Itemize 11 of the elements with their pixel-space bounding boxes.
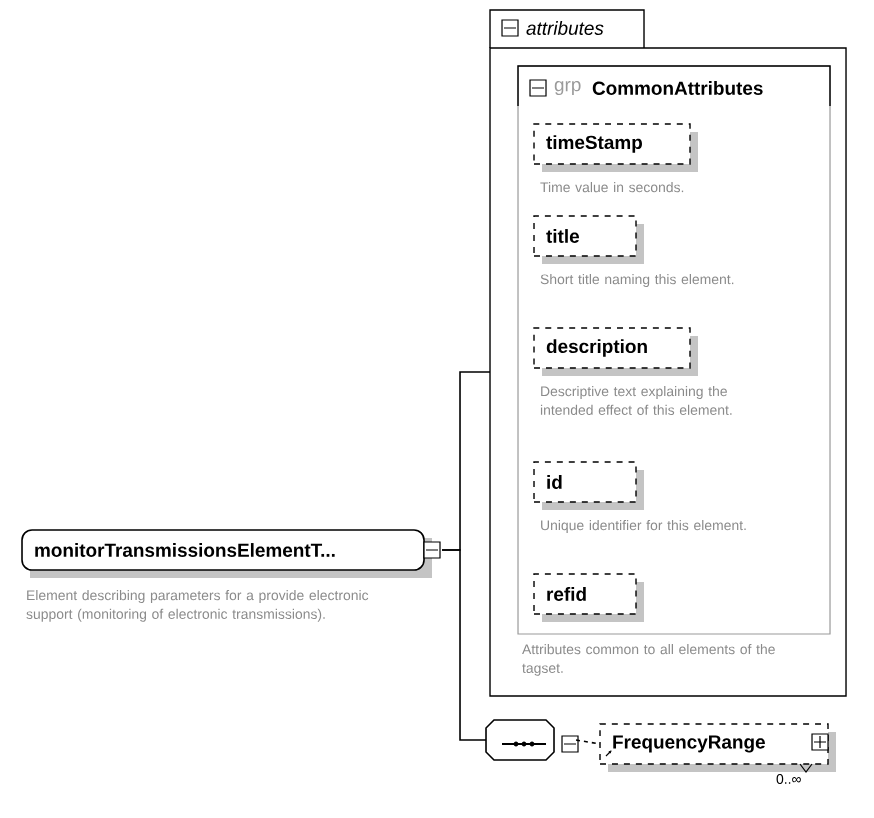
connector xyxy=(441,549,487,741)
connector xyxy=(575,739,601,745)
element-box: monitorTransmissionsElementT... xyxy=(21,529,441,578)
attribute-box: timeStamp xyxy=(533,123,698,172)
sequence-box xyxy=(485,719,579,761)
element-box: FrequencyRange xyxy=(599,723,836,773)
attribute-box: title xyxy=(533,215,644,264)
attribute-box: refid xyxy=(533,573,644,622)
attribute-box: id xyxy=(533,461,644,510)
node-label: attributes xyxy=(526,21,604,35)
attribute-box: description xyxy=(533,327,698,376)
